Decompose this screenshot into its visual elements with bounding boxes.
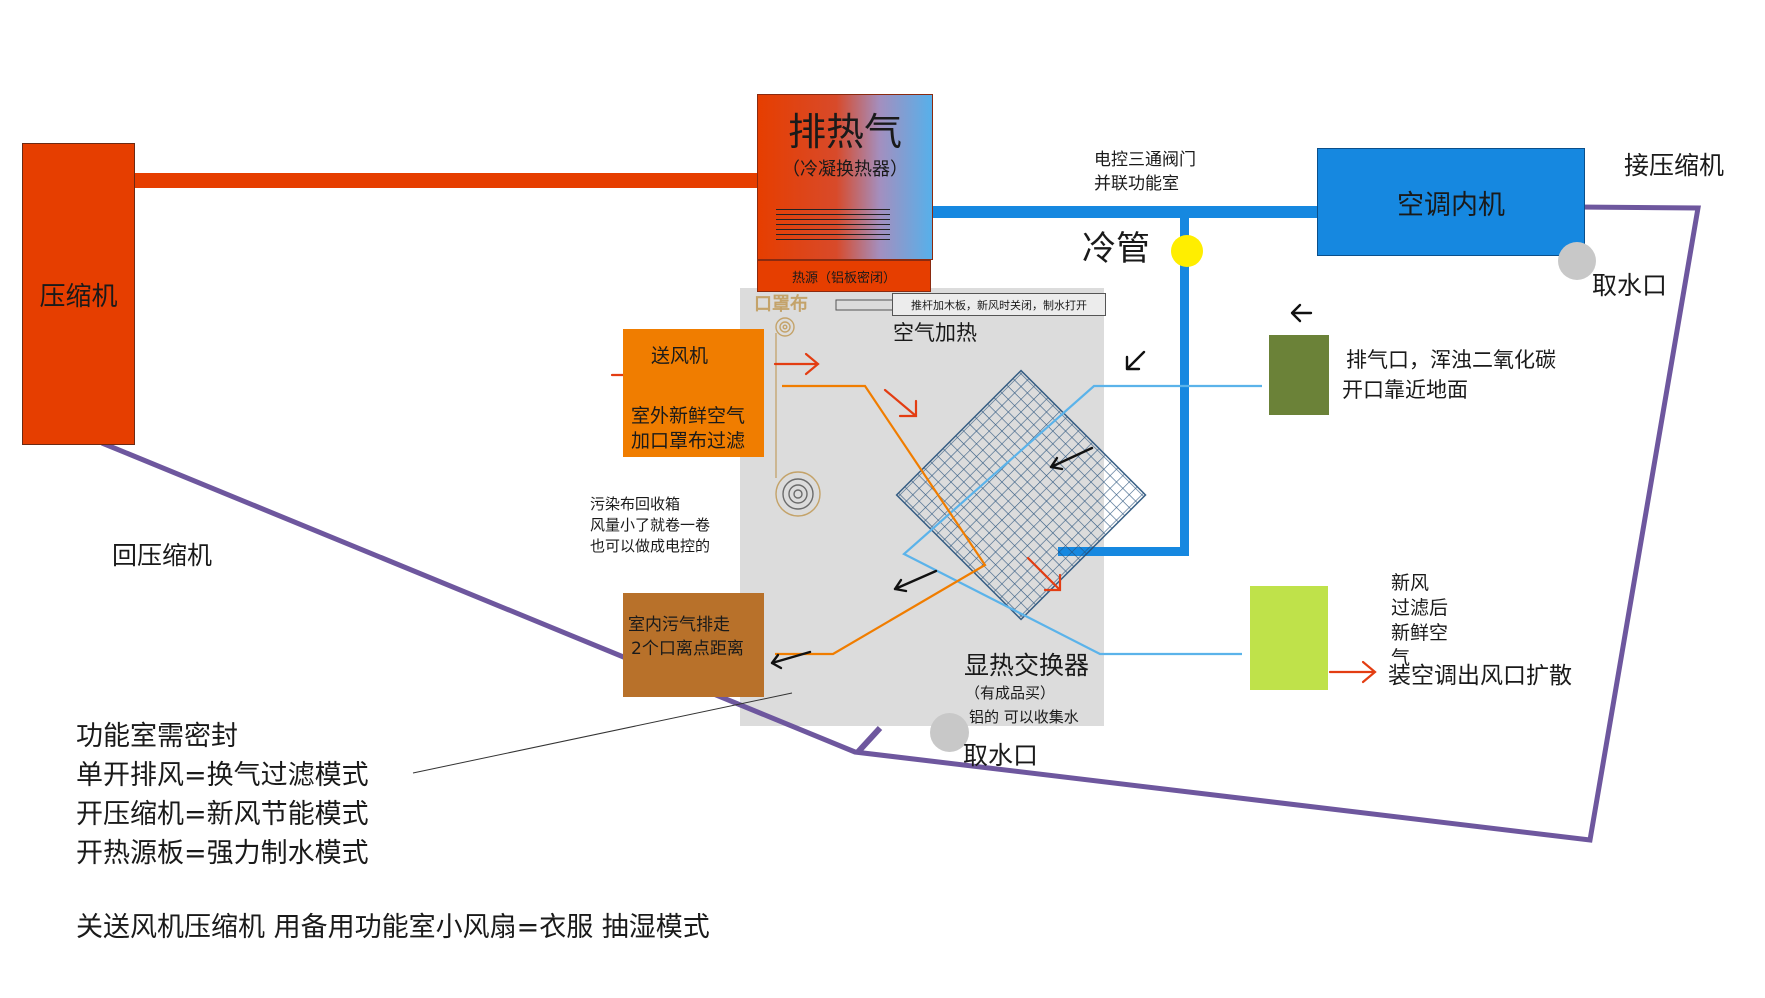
exhaust-arrows — [770, 303, 1313, 670]
valve-line-1: 电控三通阀门 — [1094, 150, 1196, 170]
arrow-exchanger-out — [893, 569, 938, 593]
condenser-fins-icon — [776, 209, 890, 243]
condenser-subtitle: （冷凝换热器） — [782, 159, 908, 180]
cloth-roll-top-icon — [775, 317, 795, 337]
arrow-to-exchanger — [883, 388, 918, 418]
to-compressor-label: 接压缩机 — [1624, 151, 1725, 180]
mode-line-2: 单开排风=换气过滤模式 — [76, 760, 369, 791]
cold-pipe-top — [924, 206, 1317, 218]
three-way-valve-icon — [1171, 235, 1203, 267]
fresh-air-path — [775, 384, 987, 656]
mask-cloth-label: 口罩布 — [754, 294, 808, 315]
fresh-air-arrows — [610, 352, 1377, 684]
ac-indoor-unit: 空调内机 — [1317, 148, 1585, 256]
exhaust-out-line-1: 室内污气排走 — [628, 615, 730, 635]
water-outlet-right-label: 取水口 — [1592, 271, 1668, 300]
push-rod-note: 推杆加木板，新风时关闭，制水打开 — [892, 293, 1106, 316]
arrow-from-blower — [773, 352, 820, 376]
cold-pipe-bottom — [1058, 547, 1189, 556]
recovery-box-line-1: 污染布回收箱 — [590, 495, 681, 513]
condenser-unit: 排热气 （冷凝换热器） — [757, 94, 933, 260]
valve-line-2: 并联功能室 — [1094, 174, 1179, 194]
hot-pipe — [135, 173, 757, 188]
arrow-to-exhaust — [1125, 350, 1146, 371]
water-outlet-center-icon — [930, 713, 969, 752]
blower-title: 送风机 — [651, 345, 709, 367]
fresh-air-line-2: 过滤后 — [1391, 597, 1449, 619]
compressor-label: 压缩机 — [39, 281, 118, 312]
arrow-top-left — [1290, 303, 1313, 323]
blower-line-2: 加口罩布过滤 — [631, 430, 746, 452]
water-outlet-center-label: 取水口 — [963, 741, 1039, 770]
arrow-exhaust-out — [770, 650, 812, 670]
mode-line-3: 开压缩机=新风节能模式 — [76, 799, 369, 830]
ac-indoor-label: 空调内机 — [1397, 189, 1505, 221]
heat-exchanger-sub-1: （有成品买） — [965, 684, 1056, 702]
fresh-air-line-4: 气 — [1391, 647, 1411, 669]
exhaust-port-unit — [1269, 335, 1329, 415]
recovery-box-line-3: 也可以做成电控的 — [590, 537, 711, 555]
fresh-air-line-1: 新风 — [1391, 572, 1430, 594]
exhaust-port-line-2: 开口靠近地面 — [1342, 378, 1468, 402]
heat-exchanger-sub-2: 铝的 可以收集水 — [969, 708, 1079, 726]
exhaust-out-unit: 室内污气排走 2个口离点距离 — [623, 593, 764, 697]
heat-source-label: 热源（铝板密闭） — [791, 270, 896, 286]
arrow-to-fresh — [1026, 556, 1062, 592]
exhaust-out-line-2: 2个口离点距离 — [631, 639, 744, 659]
air-heating-label: 空气加热 — [893, 321, 977, 345]
blower-line-1: 室外新鲜空气 — [631, 405, 746, 427]
heat-exchanger-label: 显热交换器 — [964, 651, 1090, 680]
push-rod-label: 推杆加木板，新风时关闭，制水打开 — [911, 298, 1087, 312]
condenser-title: 排热气 — [787, 110, 902, 154]
arrow-exchanger-in — [1049, 446, 1094, 471]
fresh-air-line-3: 新鲜空 — [1391, 622, 1449, 644]
blower-unit: 送风机 室外新鲜空气 加口罩布过滤 — [623, 329, 764, 457]
fresh-air-outlet-label: 装空调出风口扩散 — [1388, 663, 1572, 689]
return-line — [101, 204, 1701, 843]
recovery-box-line-2: 风量小了就卷一卷 — [590, 516, 711, 534]
fresh-air-unit — [1250, 586, 1328, 690]
exhaust-port-line-1: 排气口，浑浊二氧化碳 — [1346, 348, 1556, 372]
exhaust-air-path — [902, 384, 1262, 656]
cloth-roll-bottom-icon — [775, 471, 821, 517]
compressor-unit: 压缩机 — [22, 143, 135, 445]
water-outlet-right-icon — [1558, 242, 1596, 280]
return-compressor-label: 回压缩机 — [112, 541, 213, 570]
heat-exchanger-core — [895, 369, 1147, 621]
mode-line-1: 功能室需密封 — [76, 721, 238, 752]
return-branch — [855, 725, 883, 755]
arrow-fresh-out — [1328, 660, 1377, 684]
mode-note: 关送风机压缩机 用备用功能室小风扇=衣服 抽湿模式 — [76, 912, 710, 943]
leader-line — [412, 692, 793, 774]
mode-line-4: 开热源板=强力制水模式 — [76, 838, 369, 869]
cold-pipe-vertical — [1180, 212, 1189, 555]
cold-pipe-label: 冷管 — [1082, 229, 1150, 269]
heat-source-plate: 热源（铝板密闭） — [757, 260, 931, 292]
